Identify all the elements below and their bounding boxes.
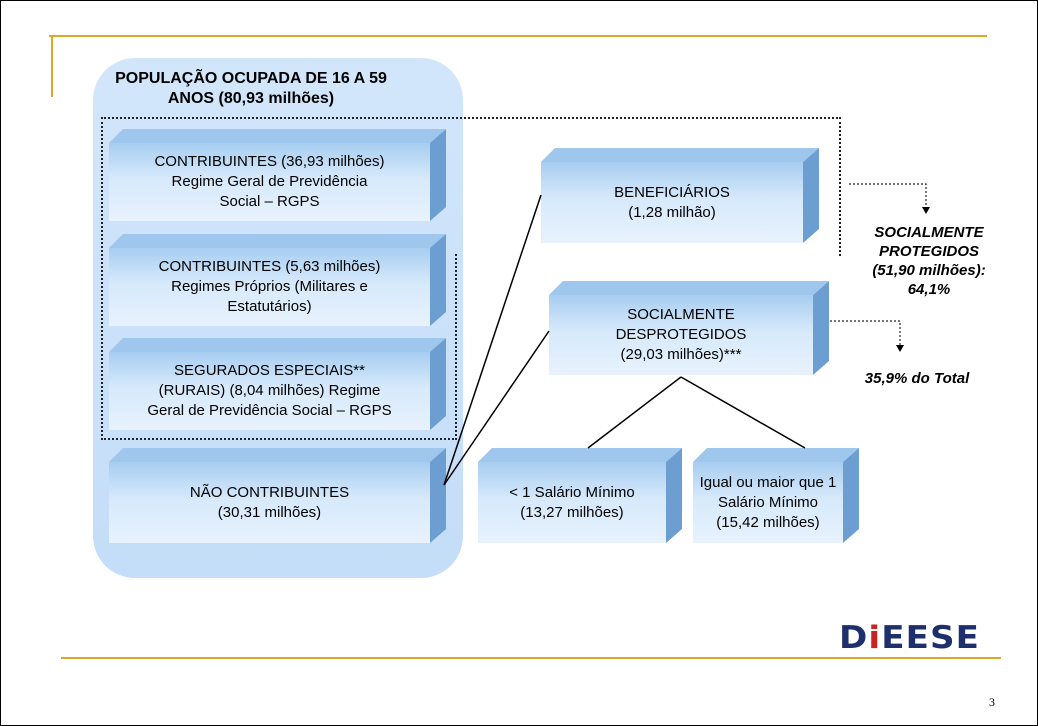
box-line: BENEFICIÁRIOS [614, 183, 730, 201]
box-line: (13,27 milhões) [520, 503, 624, 521]
arrow-protegidos [849, 183, 927, 209]
logo-text: EESE [881, 620, 981, 656]
box-line: (RURAIS) (8,04 milhões) Regime [158, 382, 381, 399]
logo-text: i [868, 620, 882, 656]
box-line: SOCIALMENTE [627, 306, 735, 323]
annotation-line: (51,90 milhões): [872, 262, 986, 279]
connector-branch-left [587, 376, 682, 449]
box-nao-contribuintes: NÃO CONTRIBUINTES (30,31 milhões) [109, 448, 446, 543]
box-line: Estatutários) [227, 298, 312, 315]
top-rule [49, 35, 987, 37]
box-maior-salario-minimo: Igual ou maior que 1 Salário Mínimo (15,… [693, 448, 859, 543]
box-line: (30,31 milhões) [217, 503, 322, 521]
arrowhead-protegidos [922, 207, 930, 214]
box-segurados-especiais: SEGURADOS ESPECIAIS** (RURAIS) (8,04 mil… [109, 338, 446, 430]
connector-desprotegidos [443, 330, 550, 486]
box-line: (29,03 milhões)*** [620, 346, 742, 363]
arrow-desprotegidos [830, 320, 901, 347]
box-beneficiarios: BENEFICIÁRIOS (1,28 milhão) [541, 148, 819, 243]
box-line: CONTRIBUINTES (5,63 milhões) [158, 258, 381, 275]
box-line: Social – RGPS [219, 193, 320, 210]
annotation-line: SOCIALMENTE [874, 224, 984, 241]
protected-region-top [101, 117, 841, 256]
box-line: < 1 Salário Mínimo [509, 483, 635, 501]
connector-beneficiarios [443, 194, 542, 486]
box-line: NÃO CONTRIBUINTES [189, 483, 350, 501]
box-line: Igual ou maior que 1 [699, 473, 837, 491]
box-line: DESPROTEGIDOS [615, 326, 747, 343]
dieese-logo: DiEESE [839, 620, 980, 656]
box-line: (1,28 milhão) [628, 203, 716, 221]
population-title: POPULAÇÃO OCUPADA DE 16 A 59 ANOS (80,93… [115, 70, 387, 107]
box-line: (15,42 milhões) [716, 513, 820, 531]
annotation-protegidos: SOCIALMENTE PROTEGIDOS (51,90 milhões): … [839, 223, 1019, 299]
connector-branch-right [680, 376, 806, 449]
box-line: Regime Geral de Previdência [171, 173, 368, 190]
left-rule [51, 35, 53, 97]
arrowhead-desprotegidos [896, 345, 904, 352]
box-socialmente-desprotegidos: SOCIALMENTE DESPROTEGIDOS (29,03 milhões… [549, 281, 829, 375]
page-number: 3 [989, 695, 995, 709]
annotation-line: PROTEGIDOS [878, 243, 979, 260]
logo-text: D [839, 620, 869, 656]
box-line: Regimes Próprios (Militares e [171, 278, 368, 295]
box-contribuintes-rpps: CONTRIBUINTES (5,63 milhões) Regimes Pró… [109, 234, 446, 326]
box-menor-salario-minimo: < 1 Salário Mínimo (13,27 milhões) [478, 448, 682, 543]
bottom-rule [61, 657, 1001, 659]
box-line: Salário Mínimo [717, 493, 819, 511]
box-line: CONTRIBUINTES (36,93 milhões) [154, 153, 385, 170]
annotation-line: 64,1% [907, 281, 951, 298]
box-line: SEGURADOS ESPECIAIS** [174, 362, 365, 379]
box-contribuintes-rgps: CONTRIBUINTES (36,93 milhões) Regime Ger… [109, 129, 446, 221]
protected-region-bottom [101, 254, 457, 440]
box-line: Geral de Previdência Social – RGPS [147, 402, 392, 419]
annotation-desprotegidos-pct: 35,9% do Total [864, 370, 970, 387]
